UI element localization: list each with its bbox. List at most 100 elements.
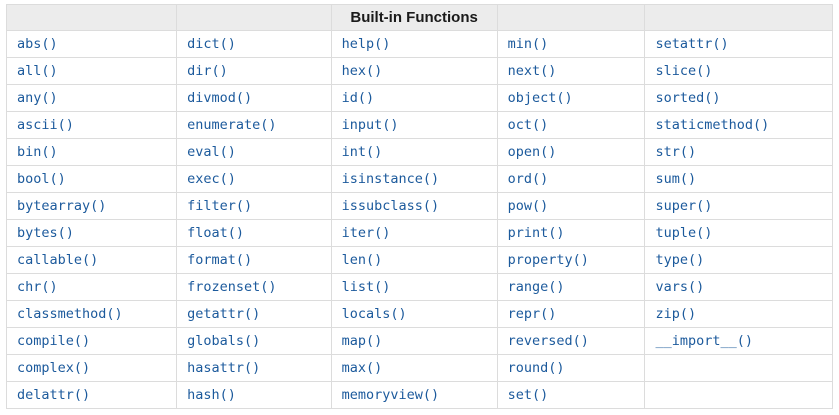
table-cell: abs() [5,30,178,58]
function-link[interactable]: issubclass() [341,198,440,214]
table-cell: all() [5,57,178,85]
function-link[interactable]: object() [507,90,573,106]
function-link[interactable]: oct() [507,117,549,133]
table-cell: int() [330,138,498,166]
function-link[interactable]: complex() [17,360,91,376]
function-link[interactable]: bool() [17,171,66,187]
function-link[interactable]: globals() [187,333,261,349]
function-link[interactable]: filter() [187,198,253,214]
table-cell: sum() [644,165,833,193]
function-link[interactable]: memoryview() [341,387,440,403]
table-cell: sorted() [644,84,833,112]
table-cell: hasattr() [176,354,332,382]
table-body: abs() dict() help() min() setattr() all() dir(… [5,30,833,409]
table-cell: callable() [5,246,178,274]
function-link[interactable]: eval() [187,144,236,160]
function-link[interactable]: str() [655,144,697,160]
function-link[interactable]: setattr() [655,36,729,52]
function-link[interactable]: len() [341,252,383,268]
function-link[interactable]: hex() [341,63,383,79]
function-link[interactable]: dir() [187,63,228,79]
table-row: chr() frozenset() list() range() vars() [5,273,833,301]
function-link[interactable]: slice() [655,63,713,79]
function-link[interactable]: ascii() [17,117,74,133]
function-link[interactable]: frozenset() [187,279,277,295]
function-link[interactable]: isinstance() [341,171,440,187]
function-link[interactable]: exec() [187,171,236,187]
table-row: bytes() float() iter() print() tuple() [5,219,833,247]
function-link[interactable]: bytes() [17,225,74,241]
table-cell: set() [496,381,646,409]
table-cell: __import__() [644,327,833,355]
function-link[interactable]: bytearray() [17,198,107,214]
function-link[interactable]: chr() [17,279,58,295]
table-row: complex() hasattr() max() round() [5,354,833,382]
table-cell: float() [176,219,332,247]
function-link[interactable]: input() [341,117,399,133]
header-cell-empty [176,4,332,31]
function-link[interactable]: delattr() [17,387,91,403]
function-link[interactable]: range() [507,279,565,295]
table-cell: isinstance() [330,165,498,193]
table-cell: object() [496,84,646,112]
function-link[interactable]: all() [17,63,58,79]
function-link[interactable]: reversed() [507,333,589,349]
function-link[interactable]: float() [187,225,245,241]
function-link[interactable]: min() [507,36,549,52]
function-link[interactable]: set() [507,387,549,403]
table-cell: memoryview() [330,381,498,409]
function-link[interactable]: zip() [655,306,697,322]
function-link[interactable]: list() [341,279,391,295]
function-link[interactable]: help() [341,36,391,52]
function-link[interactable]: classmethod() [17,306,123,322]
function-link[interactable]: property() [507,252,589,268]
table-cell: bool() [5,165,178,193]
function-link[interactable]: round() [507,360,565,376]
function-link[interactable]: super() [655,198,713,214]
function-link[interactable]: pow() [507,198,549,214]
table-cell: repr() [496,300,646,328]
function-link[interactable]: int() [341,144,383,160]
function-link[interactable]: sum() [655,171,697,187]
table-cell: filter() [176,192,332,220]
function-link[interactable]: any() [17,90,58,106]
function-link[interactable]: vars() [655,279,705,295]
function-link[interactable]: enumerate() [187,117,277,133]
function-link[interactable]: bin() [17,144,58,160]
function-link[interactable]: compile() [17,333,91,349]
builtin-functions-table: Built-in Functions abs()dict()help()min(… [5,4,833,409]
header-cell-empty [496,4,646,31]
table-cell: issubclass() [330,192,498,220]
table-cell: next() [496,57,646,85]
table-row: bytearray() filter() issubclass() pow() supe… [5,192,833,220]
function-link[interactable]: getattr() [187,306,261,322]
function-link[interactable]: __import__() [655,333,753,349]
function-link[interactable]: staticmethod() [655,117,770,133]
function-link[interactable]: max() [341,360,383,376]
table-cell: list() [330,273,498,301]
function-link[interactable]: map() [341,333,383,349]
function-link[interactable]: hash() [187,387,236,403]
table-cell: getattr() [176,300,332,328]
function-link[interactable]: open() [507,144,557,160]
function-link[interactable]: id() [341,90,375,106]
function-link[interactable]: dict() [187,36,236,52]
function-link[interactable]: sorted() [655,90,721,106]
table-row: delattr() hash() memoryview() set() [5,381,833,409]
table-cell: open() [496,138,646,166]
function-link[interactable]: hasattr() [187,360,261,376]
function-link[interactable]: repr() [507,306,557,322]
function-link[interactable]: iter() [341,225,391,241]
function-link[interactable]: ord() [507,171,549,187]
function-link[interactable]: next() [507,63,557,79]
function-link[interactable]: locals() [341,306,407,322]
function-link[interactable]: divmod() [187,90,253,106]
table-cell: map() [330,327,498,355]
function-link[interactable]: callable() [17,252,99,268]
function-link[interactable]: abs() [17,36,58,52]
function-link[interactable]: type() [655,252,705,268]
table-cell: hash() [176,381,332,409]
function-link[interactable]: print() [507,225,565,241]
function-link[interactable]: tuple() [655,225,713,241]
function-link[interactable]: format() [187,252,253,268]
